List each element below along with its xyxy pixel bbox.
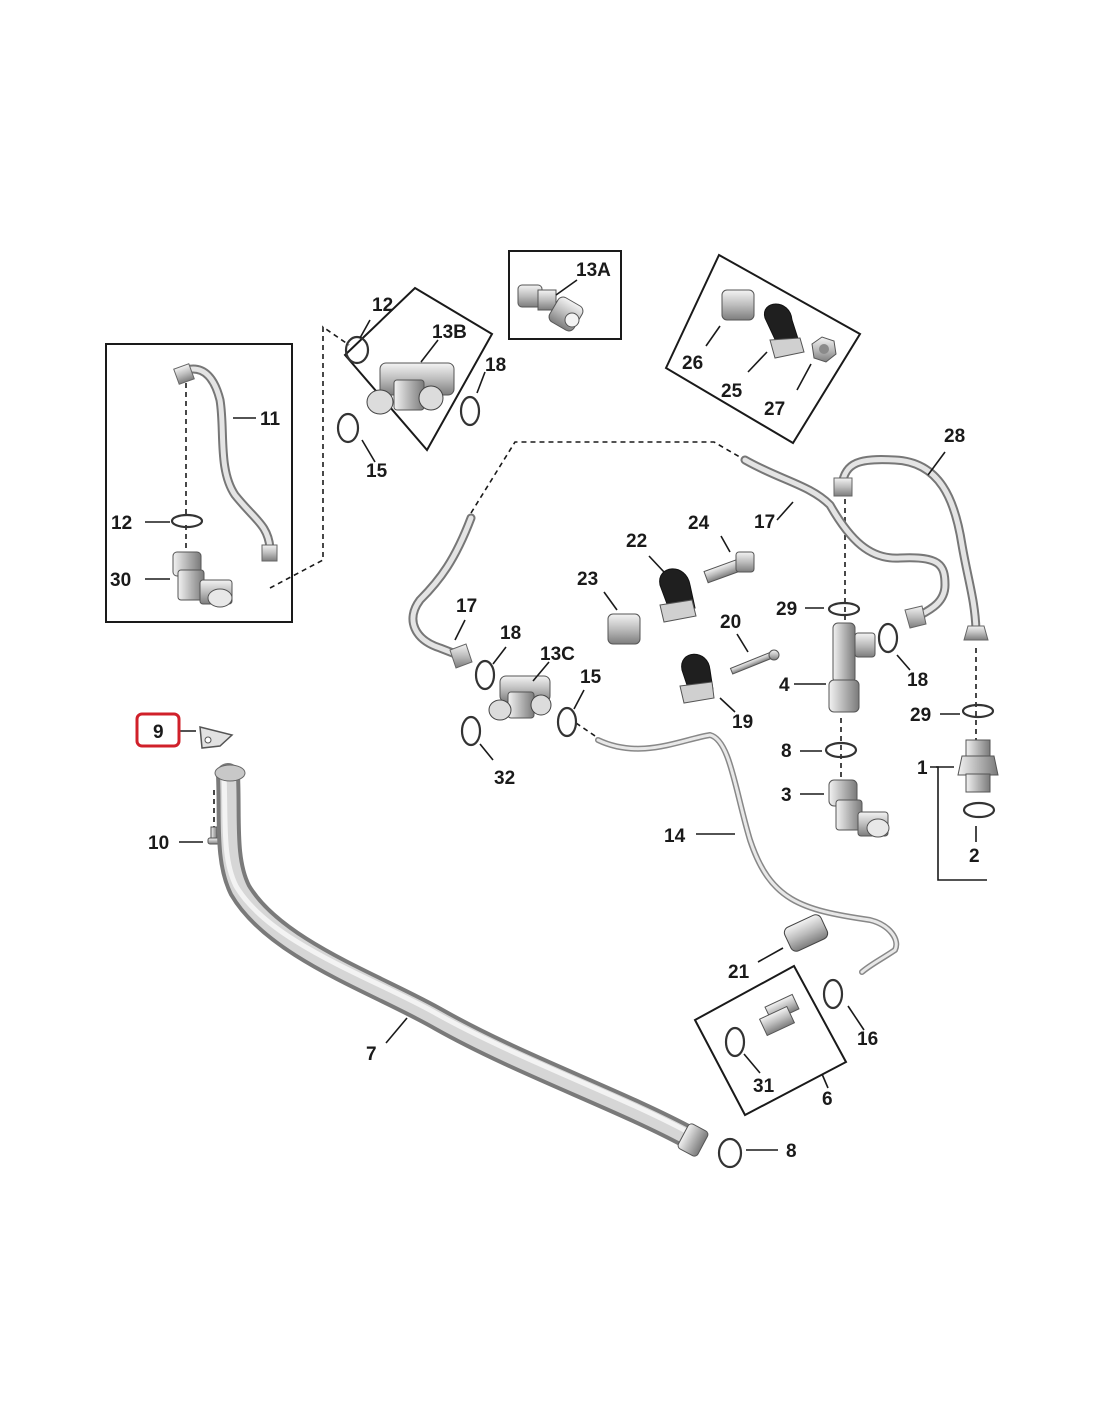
callout-10[interactable]: 10: [148, 833, 169, 854]
ring-31: [724, 1026, 746, 1058]
dashed-link-box: [269, 325, 350, 589]
callout-12-upper[interactable]: 12: [372, 295, 393, 316]
box-part-25: [664, 253, 862, 445]
part-4-tee: [828, 622, 876, 713]
callout-30[interactable]: 30: [110, 570, 131, 591]
callout-29-right[interactable]: 29: [910, 705, 931, 726]
callout-27[interactable]: 27: [764, 399, 785, 420]
ring-16: [822, 978, 844, 1010]
callout-29-upper[interactable]: 29: [776, 599, 797, 620]
part-9-gasket: [199, 726, 234, 749]
box-part-11: [105, 343, 293, 623]
part-23-sleeve: [607, 613, 641, 645]
part-28-pipe: [833, 455, 989, 641]
callout-18-right[interactable]: 18: [907, 670, 928, 691]
ring-18-right: [877, 622, 899, 654]
callout-24[interactable]: 24: [688, 513, 710, 534]
part-3-elbow: [828, 779, 890, 838]
callout-6[interactable]: 6: [822, 1089, 833, 1110]
part-13a-fitting: [517, 284, 584, 332]
callout-18-upper[interactable]: 18: [485, 355, 506, 376]
callout-26[interactable]: 26: [682, 353, 703, 374]
callout-21[interactable]: 21: [728, 962, 750, 983]
ring-18-mid: [474, 659, 496, 691]
callout-28[interactable]: 28: [944, 426, 965, 447]
callout-9[interactable]: 9: [153, 722, 164, 743]
ring-15-mid: [556, 706, 578, 738]
callout-12-lower[interactable]: 12: [111, 513, 132, 534]
part-6-adapter: [758, 993, 800, 1037]
part-7-tube: [214, 763, 709, 1157]
callout-7[interactable]: 7: [366, 1044, 377, 1065]
ring-29-right: [961, 703, 995, 719]
callout-2[interactable]: 2: [969, 846, 980, 867]
callout-8-upper[interactable]: 8: [781, 741, 792, 762]
callout-20[interactable]: 20: [720, 612, 741, 633]
highlight-callout-9: [135, 712, 181, 748]
callout-8-lower[interactable]: 8: [786, 1141, 797, 1162]
callout-13a[interactable]: 13A: [576, 260, 611, 281]
ring-29-upper: [827, 601, 861, 617]
callout-4[interactable]: 4: [779, 675, 790, 696]
part-14-pipe: [595, 732, 900, 975]
callout-1[interactable]: 1: [917, 758, 928, 779]
callout-15-mid[interactable]: 15: [580, 667, 602, 688]
callout-3[interactable]: 3: [781, 785, 792, 806]
callout-17-right[interactable]: 17: [754, 512, 775, 533]
part-1-adapter: [957, 739, 999, 793]
part-19-clamp: [679, 653, 715, 704]
part-25-clamp: [764, 303, 805, 359]
callout-23[interactable]: 23: [577, 569, 598, 590]
ring-12-lower: [170, 513, 204, 529]
part-27-nut: [811, 336, 837, 363]
callout-19[interactable]: 19: [732, 712, 753, 733]
part-24-bolt: [703, 551, 755, 584]
part-11-pipe: [173, 363, 278, 562]
part-21-sleeve: [783, 914, 829, 952]
callout-31[interactable]: 31: [753, 1076, 775, 1097]
part-26-sleeve: [721, 289, 755, 321]
callout-13b[interactable]: 13B: [432, 322, 467, 343]
leader-lines: [145, 279, 977, 1151]
part-13c-tee: [488, 675, 552, 721]
callout-32[interactable]: 32: [494, 768, 515, 789]
box-part-6: [693, 964, 848, 1117]
dashed-link-17: [470, 441, 746, 514]
ring-8-lower: [717, 1137, 743, 1169]
part-20-bolt: [729, 649, 780, 675]
dashed-link-14: [575, 722, 599, 739]
callout-labels: 11 12 13B 18 15 13A 26 25 27 28 12 30 17…: [110, 260, 980, 1162]
callout-17-left[interactable]: 17: [456, 596, 477, 617]
callout-11[interactable]: 11: [260, 409, 281, 430]
part-10-bolt: [207, 826, 221, 845]
box-part-13b: [343, 286, 494, 452]
box-part-13a: [508, 250, 622, 340]
part-17-pipe-right: [740, 455, 950, 629]
callout-15-upper[interactable]: 15: [366, 461, 388, 482]
callout-25[interactable]: 25: [721, 381, 743, 402]
ring-2: [962, 801, 996, 819]
part-30-elbow: [172, 551, 233, 608]
callout-18-mid[interactable]: 18: [500, 623, 521, 644]
part-17-pipe-left: [408, 513, 476, 669]
part-13b-tee: [336, 335, 481, 444]
callout-13c[interactable]: 13C: [540, 644, 575, 665]
callout-22[interactable]: 22: [626, 531, 647, 552]
callout-14[interactable]: 14: [664, 826, 686, 847]
part-22-clamp: [659, 568, 697, 623]
ring-8-upper: [824, 741, 858, 759]
callout-16[interactable]: 16: [857, 1029, 878, 1050]
ring-32: [460, 715, 482, 747]
